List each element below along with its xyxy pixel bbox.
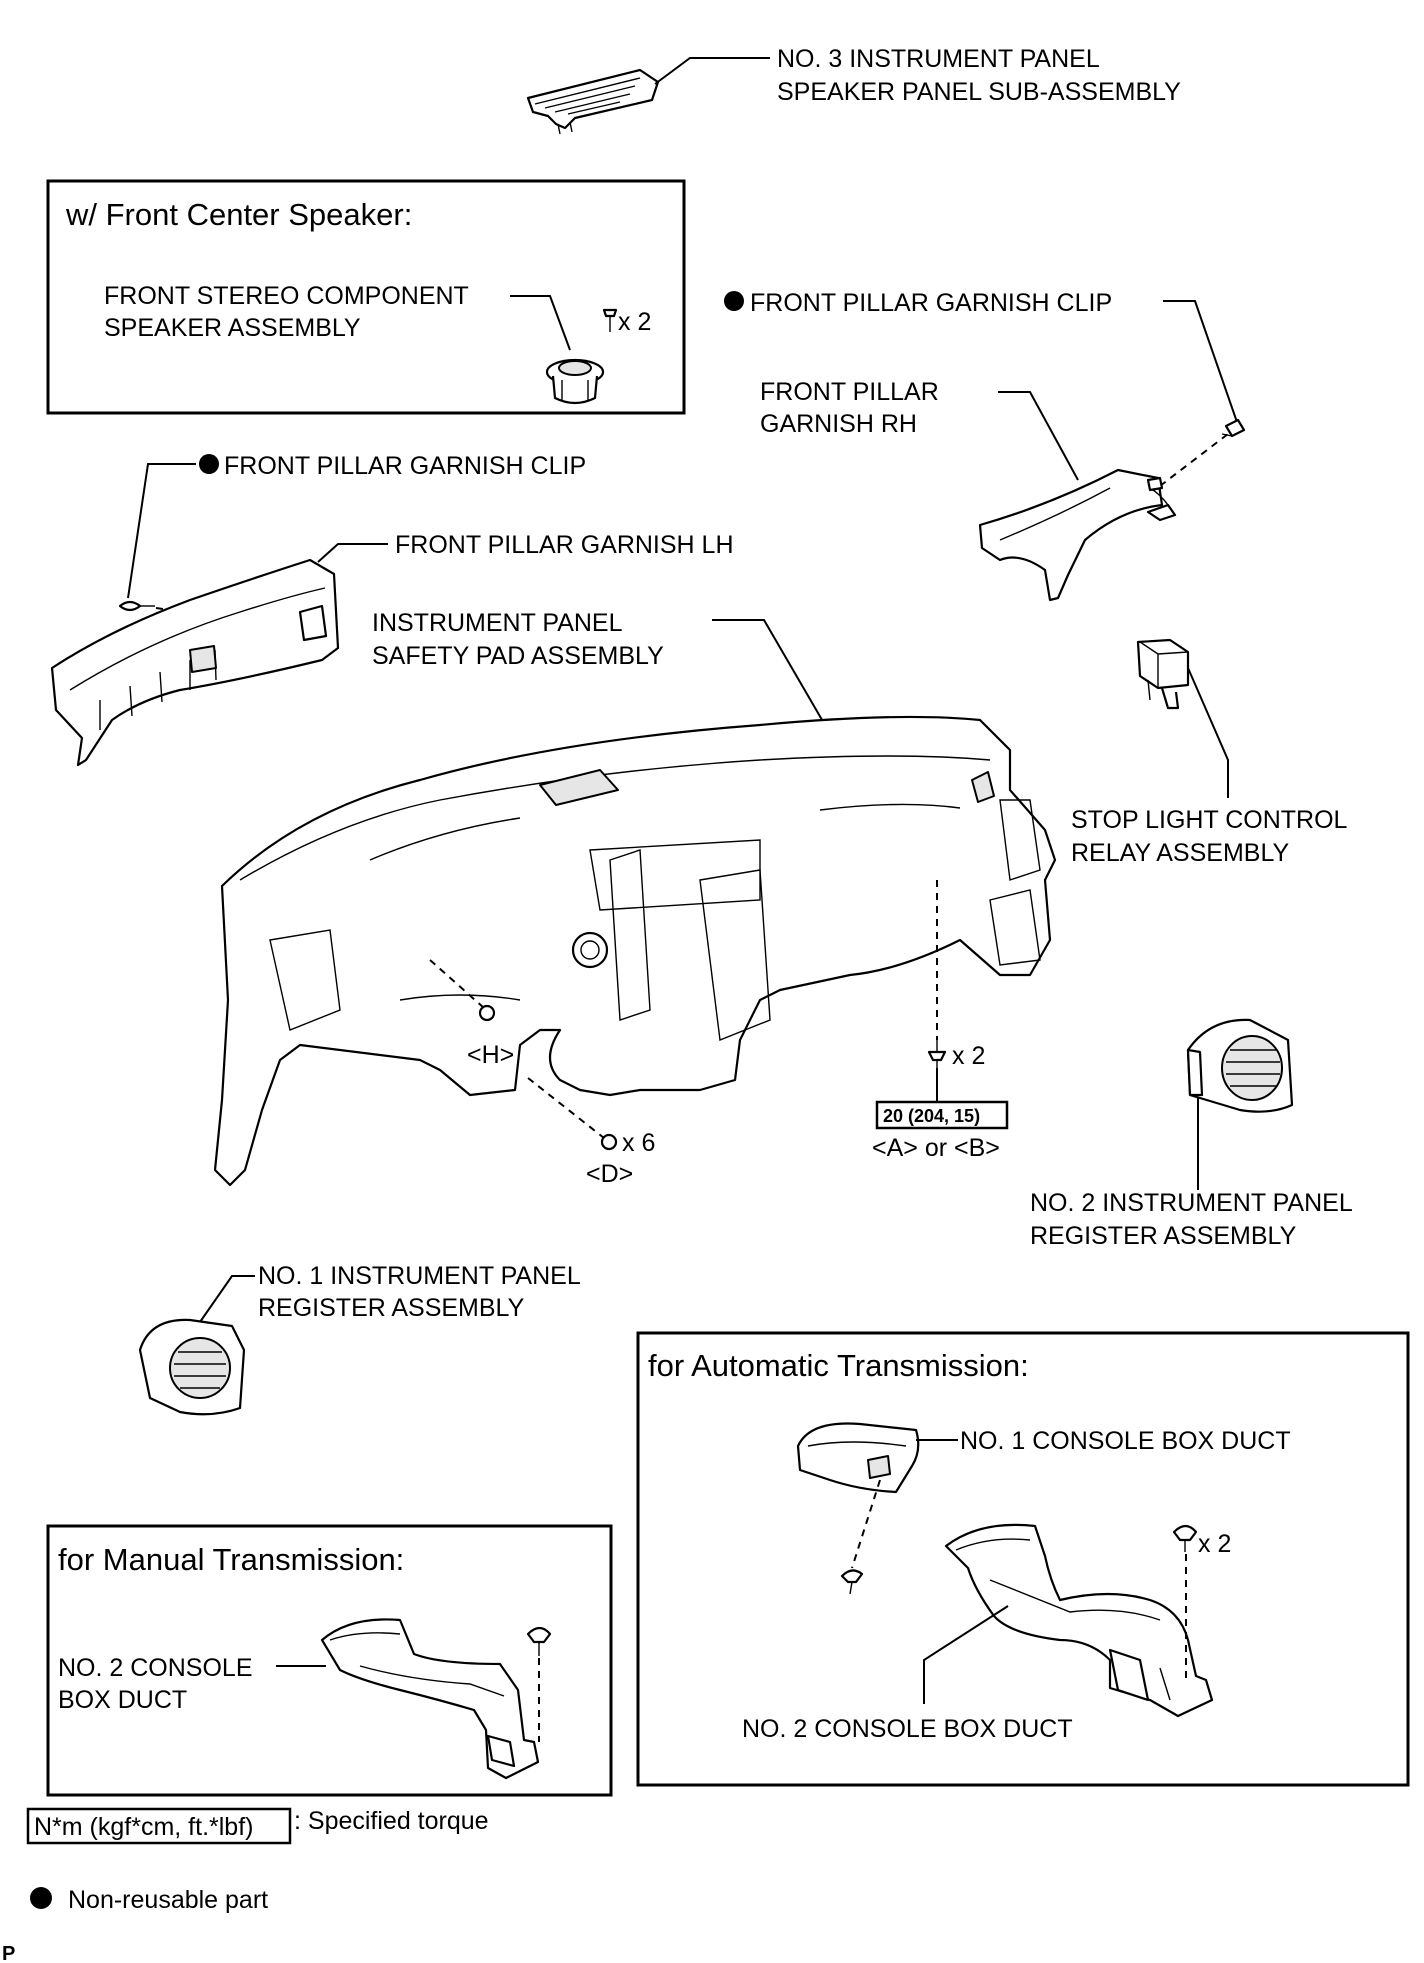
safety-pad-label: INSTRUMENT PANEL SAFETY PAD ASSEMBLY — [372, 609, 664, 670]
torque-value-box — [875, 1100, 1009, 1130]
register-no2-part — [1186, 1018, 1294, 1113]
speaker-panel-part — [526, 68, 660, 135]
relay-label: STOP LIGHT CONTROL RELAY ASSEMBLY — [1071, 806, 1353, 867]
relay-part — [1136, 638, 1190, 710]
clip-icon — [1172, 1524, 1198, 1552]
register-no1-label: NO. 1 INSTRUMENT PANEL REGISTER ASSEMBLY — [258, 1262, 587, 1322]
nonreusable-legend-text: Non-reusable part — [68, 1886, 268, 1914]
at-duct2-leader — [923, 1605, 1009, 1704]
screw-icon — [602, 308, 618, 332]
stereo-speaker-leader — [510, 295, 571, 351]
instrument-panel-part — [213, 715, 1057, 1187]
stereo-screw-qty: x 2 — [618, 308, 651, 336]
nonreusable-dot-icon — [30, 1887, 52, 1909]
nonreusable-dot-icon — [199, 454, 219, 474]
nut-d-dash — [527, 1077, 605, 1139]
garnish-lh-leader — [317, 543, 388, 563]
speaker-panel-label: NO. 3 INSTRUMENT PANEL SPEAKER PANEL SUB… — [777, 45, 1181, 106]
torque-legend-box — [26, 1807, 292, 1845]
marker-h: <H> — [467, 1041, 514, 1069]
console-box-duct-no2-part — [944, 1523, 1214, 1718]
relay-leader — [1187, 667, 1229, 798]
corner-mark: P — [2, 1943, 15, 1963]
clip-rh-leader — [1163, 300, 1239, 426]
nut-icon — [478, 1004, 496, 1022]
garnish-lh-part — [50, 558, 340, 767]
clip-icon — [1221, 418, 1246, 438]
clip-lh-label: FRONT PILLAR GARNISH CLIP — [224, 452, 586, 480]
manual-transmission-box-title: for Manual Transmission: — [58, 1542, 404, 1577]
bolt-icon — [927, 1040, 947, 1068]
garnish-rh-leader — [998, 391, 1079, 481]
clip-icon — [118, 600, 155, 612]
automatic-transmission-box-title: for Automatic Transmission: — [648, 1348, 1029, 1383]
stereo-speaker-part — [545, 358, 605, 405]
at-duct2-label: NO. 2 CONSOLE BOX DUCT — [742, 1715, 1073, 1743]
console-box-duct-no1-part — [796, 1422, 920, 1494]
screw-icon — [840, 1569, 864, 1595]
register-no1-part — [138, 1318, 246, 1416]
torque-value: 20 (204, 15) — [883, 1106, 980, 1126]
mt-console-box-duct-no2-part — [320, 1618, 540, 1780]
at-clip-qty: x 2 — [1198, 1530, 1231, 1558]
register-no2-label: NO. 2 INSTRUMENT PANEL REGISTER ASSEMBLY — [1030, 1189, 1359, 1250]
speaker-panel-leader — [654, 57, 770, 85]
stereo-speaker-label: FRONT STEREO COMPONENT SPEAKER ASSEMBLY — [104, 282, 475, 342]
nut-icon — [600, 1133, 618, 1151]
manual-transmission-box — [46, 1524, 613, 1797]
torque-marker: <A> or <B> — [872, 1134, 1000, 1162]
clip-lh-leader — [127, 463, 196, 599]
at-duct1-screw-dash — [851, 1479, 881, 1569]
torque-legend-text: : Specified torque — [294, 1807, 489, 1835]
safety-pad-leader — [712, 619, 826, 726]
torque-legend-units: N*m (kgf*cm, ft.*lbf) — [34, 1813, 253, 1841]
at-duct1-label: NO. 1 CONSOLE BOX DUCT — [960, 1427, 1291, 1455]
register-no1-leader — [199, 1275, 255, 1323]
automatic-transmission-box — [636, 1331, 1410, 1787]
front-center-speaker-box-title: w/ Front Center Speaker: — [65, 197, 412, 232]
garnish-rh-clip-dash — [1159, 433, 1229, 487]
front-center-speaker-box — [46, 179, 686, 415]
garnish-rh-label: FRONT PILLAR GARNISH RH — [760, 378, 946, 438]
nut-qty-d: x 6 — [622, 1129, 655, 1157]
bolt-qty: x 2 — [952, 1042, 985, 1070]
garnish-lh-label: FRONT PILLAR GARNISH LH — [395, 531, 734, 559]
clip-icon — [526, 1626, 552, 1656]
marker-d: <D> — [586, 1160, 633, 1188]
clip-rh-label: FRONT PILLAR GARNISH CLIP — [750, 289, 1112, 317]
garnish-rh-part — [978, 468, 1177, 602]
mt-duct2-label: NO. 2 CONSOLE BOX DUCT — [58, 1654, 259, 1714]
nonreusable-dot-icon — [724, 291, 744, 311]
